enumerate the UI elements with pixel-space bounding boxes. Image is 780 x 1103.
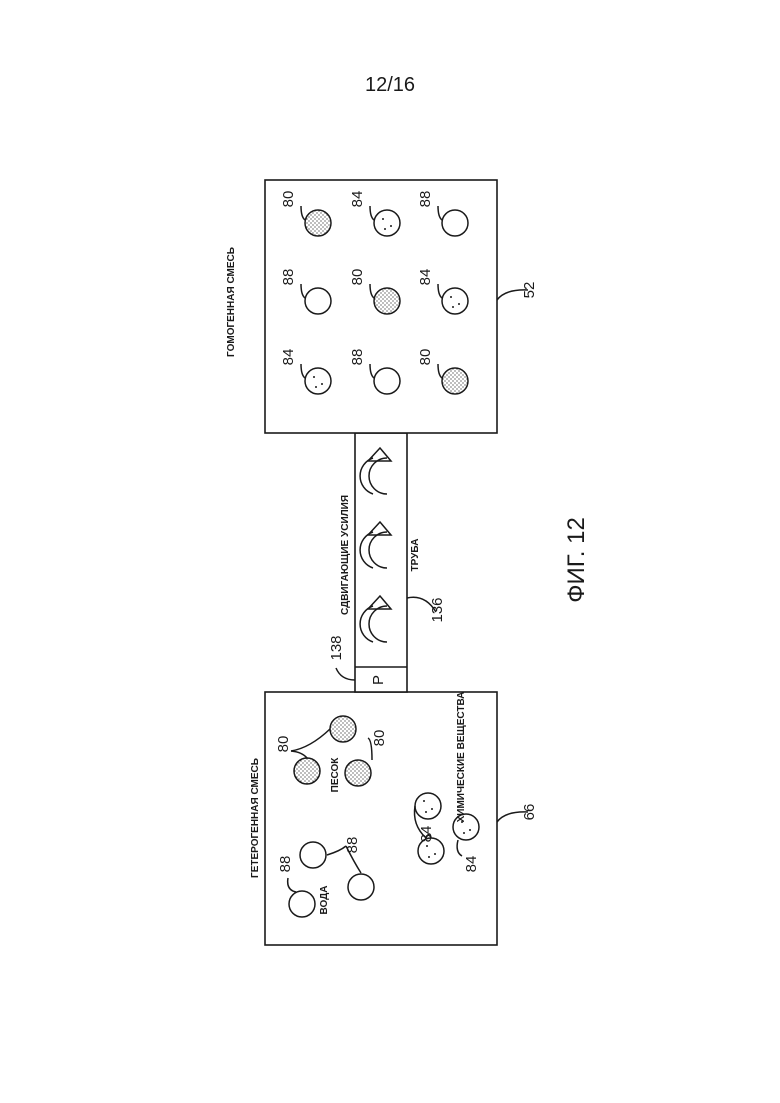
ref-84: 84 <box>349 191 366 208</box>
sand-label: ПЕСОК <box>330 757 341 793</box>
sand-particle <box>305 210 331 236</box>
ref-138: 138 <box>328 635 345 660</box>
pipe-label: ТРУБА <box>410 539 421 572</box>
sand-particle <box>345 760 371 786</box>
ref-88: 88 <box>280 269 297 286</box>
water-label: ВОДА <box>319 886 330 915</box>
ref-88: 88 <box>344 837 361 854</box>
sand-particle <box>330 716 356 742</box>
leader-138 <box>336 668 355 680</box>
ref-84: 84 <box>280 349 297 366</box>
ref-88: 88 <box>349 349 366 366</box>
homogeneous-mixture-label: ГОМОГЕННАЯ СМЕСЬ <box>226 247 237 357</box>
heterogeneous-mixture-label: ГЕТЕРОГЕННАЯ СМЕСЬ <box>250 758 261 878</box>
chemicals-label: ХИМИЧЕСКИЕ ВЕЩЕСТВА <box>456 692 467 823</box>
ref-80: 80 <box>280 191 297 208</box>
ref-136: 136 <box>429 597 446 622</box>
ref-84: 84 <box>463 856 480 873</box>
ref-88: 88 <box>277 856 294 873</box>
ref-80: 80 <box>371 730 388 747</box>
figure-caption: ФИГ. 12 <box>563 517 590 603</box>
sand-particle <box>442 368 468 394</box>
ref-80: 80 <box>417 349 434 366</box>
ref-84: 84 <box>418 826 435 843</box>
pipe <box>355 433 407 692</box>
ref-84: 84 <box>417 269 434 286</box>
sand-particle <box>294 758 320 784</box>
ref-80: 80 <box>275 736 292 753</box>
sand-particle <box>374 288 400 314</box>
ref-88: 88 <box>417 191 434 208</box>
ref-80: 80 <box>349 269 366 286</box>
pump-label: P <box>370 675 387 685</box>
page-number: 12/16 <box>365 74 415 96</box>
shear-forces-label: СДВИГАЮЩИЕ УСИЛИЯ <box>340 495 351 615</box>
